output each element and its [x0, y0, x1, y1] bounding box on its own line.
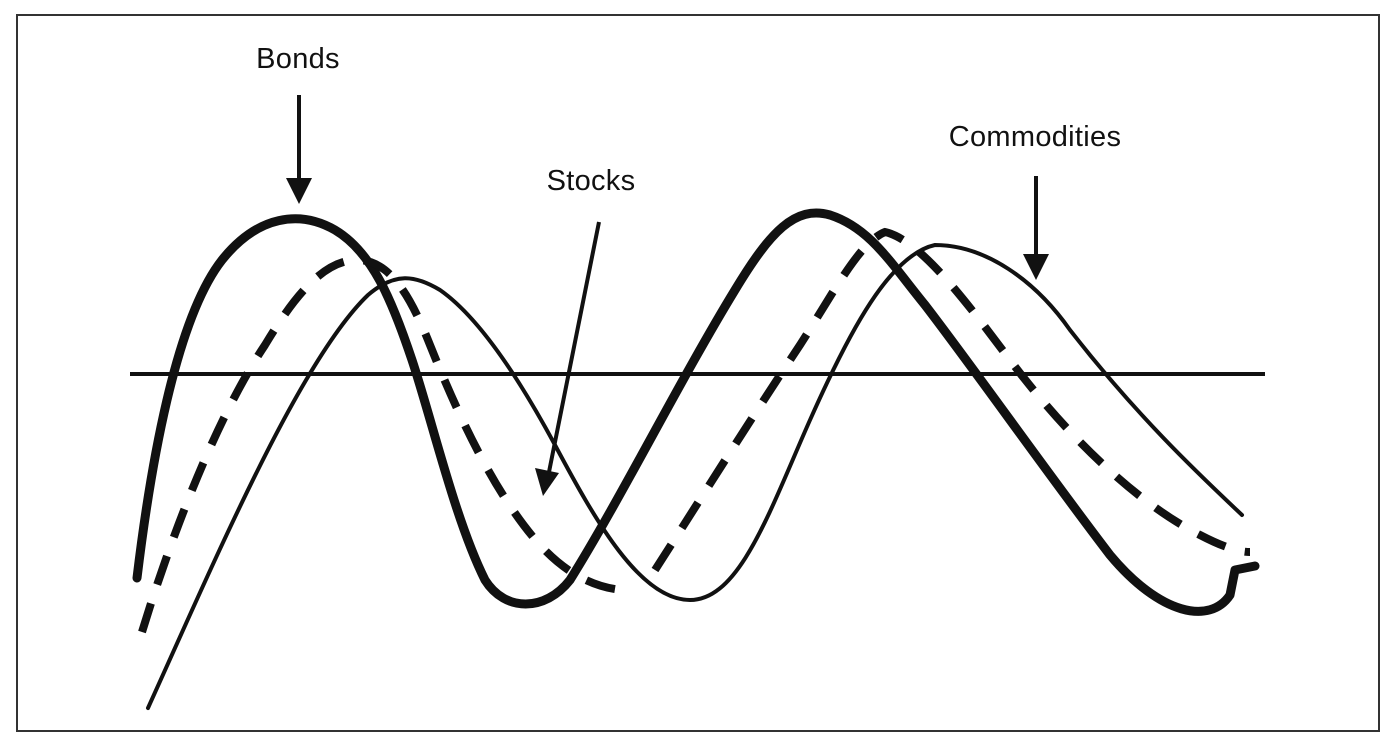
- commodities-label: Commodities: [949, 121, 1122, 153]
- bonds-arrow-head: [286, 178, 312, 204]
- bonds-curve: [132, 208, 1260, 616]
- stocks-label: Stocks: [547, 165, 636, 197]
- commodities-curve: [146, 242, 1244, 710]
- stocks-curve: [138, 227, 1251, 634]
- commodities-arrow-head: [1023, 254, 1049, 280]
- stocks-arrow-head: [535, 468, 559, 496]
- bonds-label: Bonds: [256, 43, 340, 75]
- stocks-arrow-shaft: [547, 221, 601, 473]
